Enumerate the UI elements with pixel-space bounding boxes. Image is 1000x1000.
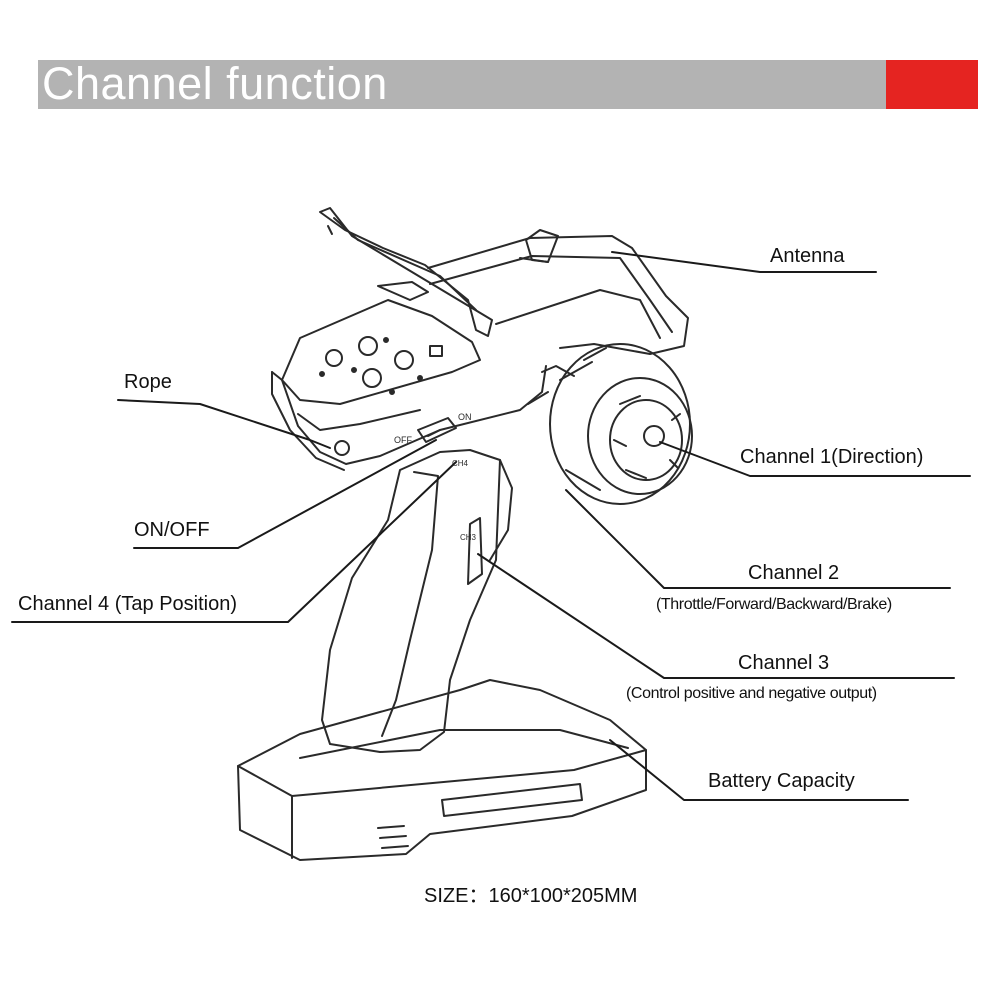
- channel-1-label: Channel 1(Direction): [740, 446, 924, 468]
- header-accent-block: [886, 60, 978, 109]
- leader-lines: [11, 251, 971, 801]
- steering-wheel: [527, 343, 693, 505]
- channel-4-leader: [11, 461, 457, 623]
- rope-label: Rope: [124, 371, 172, 393]
- ch3-text: CH3: [460, 533, 477, 542]
- switch-off-text: OFF: [394, 435, 412, 445]
- size-note: SIZE：160*100*205MM: [424, 885, 638, 907]
- battery-base: [237, 679, 647, 861]
- flip-cover: [319, 207, 493, 337]
- channel-3-label: Channel 3: [738, 652, 830, 674]
- antenna-leader: [611, 251, 877, 273]
- rope-leader: [117, 399, 331, 449]
- channel-2-detail: (Throttle/Forward/Backward/Brake): [656, 596, 892, 613]
- channel-3-detail: (Control positive and negative output): [626, 685, 877, 702]
- channel-1-leader: [659, 441, 971, 477]
- ch4-text: CH4: [452, 459, 469, 468]
- on-off-leader: [133, 439, 437, 549]
- header-bar: [38, 60, 886, 109]
- page-title: Channel function: [42, 58, 388, 109]
- battery-leader: [609, 739, 909, 801]
- trim-knobs: [319, 336, 443, 395]
- battery-label: Battery Capacity: [708, 770, 855, 792]
- channel-2-leader: [565, 489, 951, 589]
- channel-2-label: Channel 2: [748, 562, 840, 584]
- handle-grip: [321, 449, 513, 753]
- switch-on-text: ON: [458, 412, 472, 422]
- on-off-label: ON/OFF: [134, 519, 210, 541]
- antenna-label: Antenna: [770, 245, 845, 267]
- channel-3-leader: [477, 553, 955, 679]
- power-switch: OFF ON CH4 CH3: [394, 412, 477, 542]
- channel-4-label: Channel 4 (Tap Position): [18, 593, 238, 615]
- body-top: [271, 235, 689, 471]
